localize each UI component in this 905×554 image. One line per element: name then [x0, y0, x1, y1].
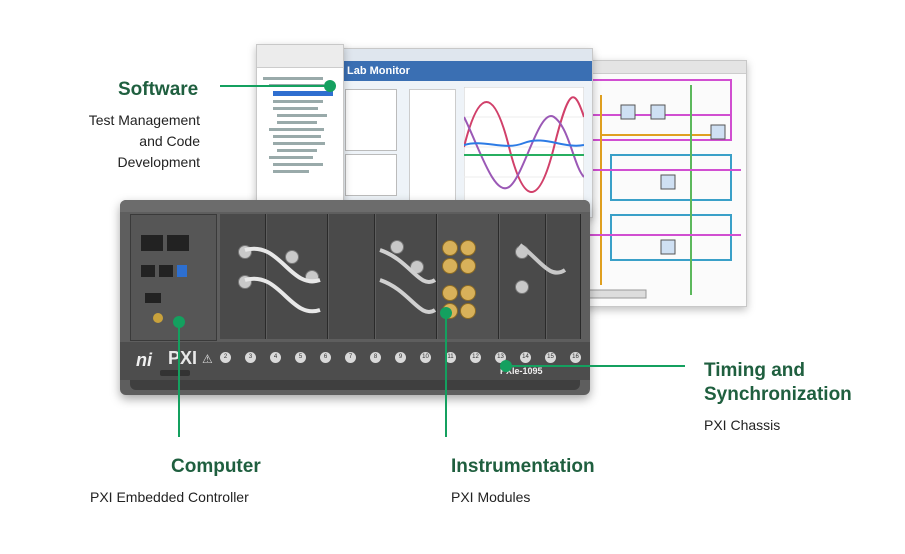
software-heading: Software	[118, 79, 199, 100]
warning-icon: ⚠	[202, 352, 213, 366]
lab-monitor-window: Lab Monitor	[338, 48, 593, 218]
software-subtitle-line-2: and Code	[139, 133, 200, 149]
computer-leader-line	[178, 322, 180, 437]
timing-heading-line-1: Timing and	[704, 360, 805, 381]
software-leader-dot	[324, 80, 336, 92]
software-subtitle-line-3: Development	[117, 154, 201, 170]
timing-heading: Timing and Synchronization	[704, 359, 852, 407]
computer-heading: Computer	[171, 456, 261, 477]
ni-logo-icon: ni	[136, 350, 152, 370]
timing-leader-line	[505, 365, 685, 367]
software-subtitle: Test Management and Code Development	[60, 110, 200, 173]
timing-leader-dot	[500, 360, 512, 372]
computer-leader-dot	[173, 316, 185, 328]
sine-wave-plot	[464, 87, 584, 209]
software-leader-line	[220, 85, 330, 87]
computer-subtitle: PXI Embedded Controller	[90, 489, 249, 505]
chassis-model-label: PXIe-1095	[500, 366, 543, 376]
lab-monitor-title: Lab Monitor	[347, 65, 410, 77]
timing-subtitle: PXI Chassis	[704, 417, 781, 433]
pxi-brand-text: PXI	[168, 348, 198, 368]
instrumentation-leader-line	[445, 313, 447, 437]
project-explorer-window	[256, 44, 344, 206]
pxi-chassis: ni PXI ⚠ 2 3 4 5 6 7 8 9 10 11 12 13 14 …	[120, 200, 590, 395]
rf-cables	[244, 243, 567, 314]
instrumentation-subtitle: PXI Modules	[451, 489, 531, 505]
timing-heading-line-2: Synchronization	[704, 384, 852, 405]
software-subtitle-line-1: Test Management	[88, 112, 200, 128]
block-diagram-wires	[571, 79, 741, 299]
instrumentation-heading: Instrumentation	[451, 456, 595, 477]
instrumentation-leader-dot	[440, 307, 452, 319]
